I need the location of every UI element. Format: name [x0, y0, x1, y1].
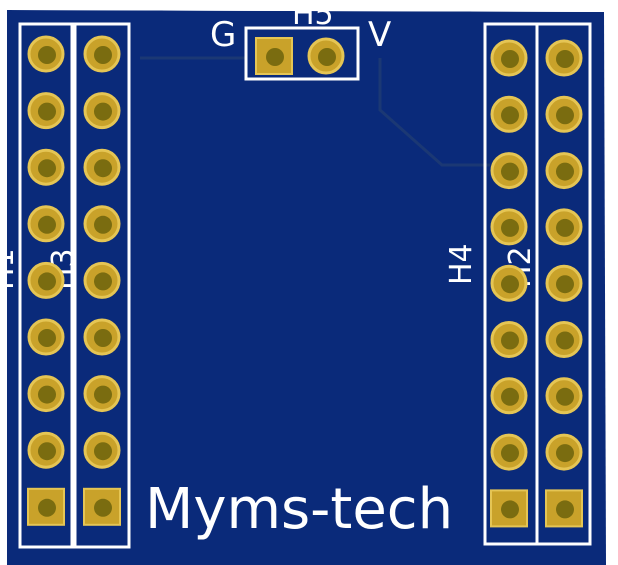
h3-pin-9-hole	[94, 498, 112, 517]
h1-pin-8-hole	[38, 442, 56, 461]
h1-pin-3-hole	[38, 159, 56, 178]
pcb-substrate	[7, 10, 606, 565]
h2-outline	[535, 22, 592, 546]
h2-pin-6-hole	[556, 331, 574, 350]
h4-pin-9-hole	[501, 500, 519, 519]
copper-trace-right	[378, 58, 490, 167]
h4-label: H4	[444, 243, 479, 285]
h2-pin-1-hole	[556, 50, 574, 68]
h3-outline	[73, 22, 131, 549]
h4-pin-5-hole	[501, 275, 519, 294]
h1-pin-1-hole	[38, 46, 56, 64]
h2-pin-2-hole	[556, 106, 574, 125]
h4-pin-2-hole	[501, 106, 519, 125]
h1-pin-7-hole	[38, 385, 56, 404]
h1-pin-5-hole	[38, 272, 56, 291]
h1-pin-4-hole	[38, 215, 56, 234]
h2-pin-4-hole	[556, 218, 574, 237]
h1-pin-6-hole	[38, 329, 56, 347]
h4-pin-4-hole	[501, 218, 519, 237]
h1-pin-2-hole	[38, 102, 56, 121]
h3-pin-3-hole	[94, 159, 112, 178]
h5-vcc-label: V	[368, 15, 391, 55]
h1-pin-9-hole	[38, 498, 56, 517]
h3-pin-5-hole	[94, 272, 112, 291]
pad-group	[27, 35, 583, 528]
h1-label: H1	[0, 248, 21, 290]
h4-pin-8-hole	[501, 444, 519, 463]
h5-ground-label: G	[210, 15, 236, 55]
h5-label: H5	[292, 0, 334, 32]
h2-pin-7-hole	[556, 387, 574, 406]
h2-pin-5-hole	[556, 275, 574, 294]
h2-pin-3-hole	[556, 162, 574, 181]
h5-pin-2-hole	[318, 48, 336, 66]
h5-pin-1-hole	[266, 48, 284, 66]
h4-pin-1-hole	[501, 50, 519, 68]
h1-outline	[18, 22, 74, 549]
brand-text: Myms-tech	[145, 477, 453, 542]
h4-pin-3-hole	[501, 162, 519, 181]
h3-pin-6-hole	[94, 329, 112, 347]
h3-pin-7-hole	[94, 385, 112, 404]
h3-pin-1-hole	[94, 46, 112, 64]
h2-pin-8-hole	[556, 444, 574, 463]
h3-pin-4-hole	[94, 215, 112, 234]
h3-pin-8-hole	[94, 442, 112, 461]
h5-outline	[244, 26, 360, 81]
h4-pin-7-hole	[501, 387, 519, 406]
h4-pin-6-hole	[501, 331, 519, 350]
h2-pin-9-hole	[556, 500, 574, 519]
h3-pin-2-hole	[94, 102, 112, 121]
